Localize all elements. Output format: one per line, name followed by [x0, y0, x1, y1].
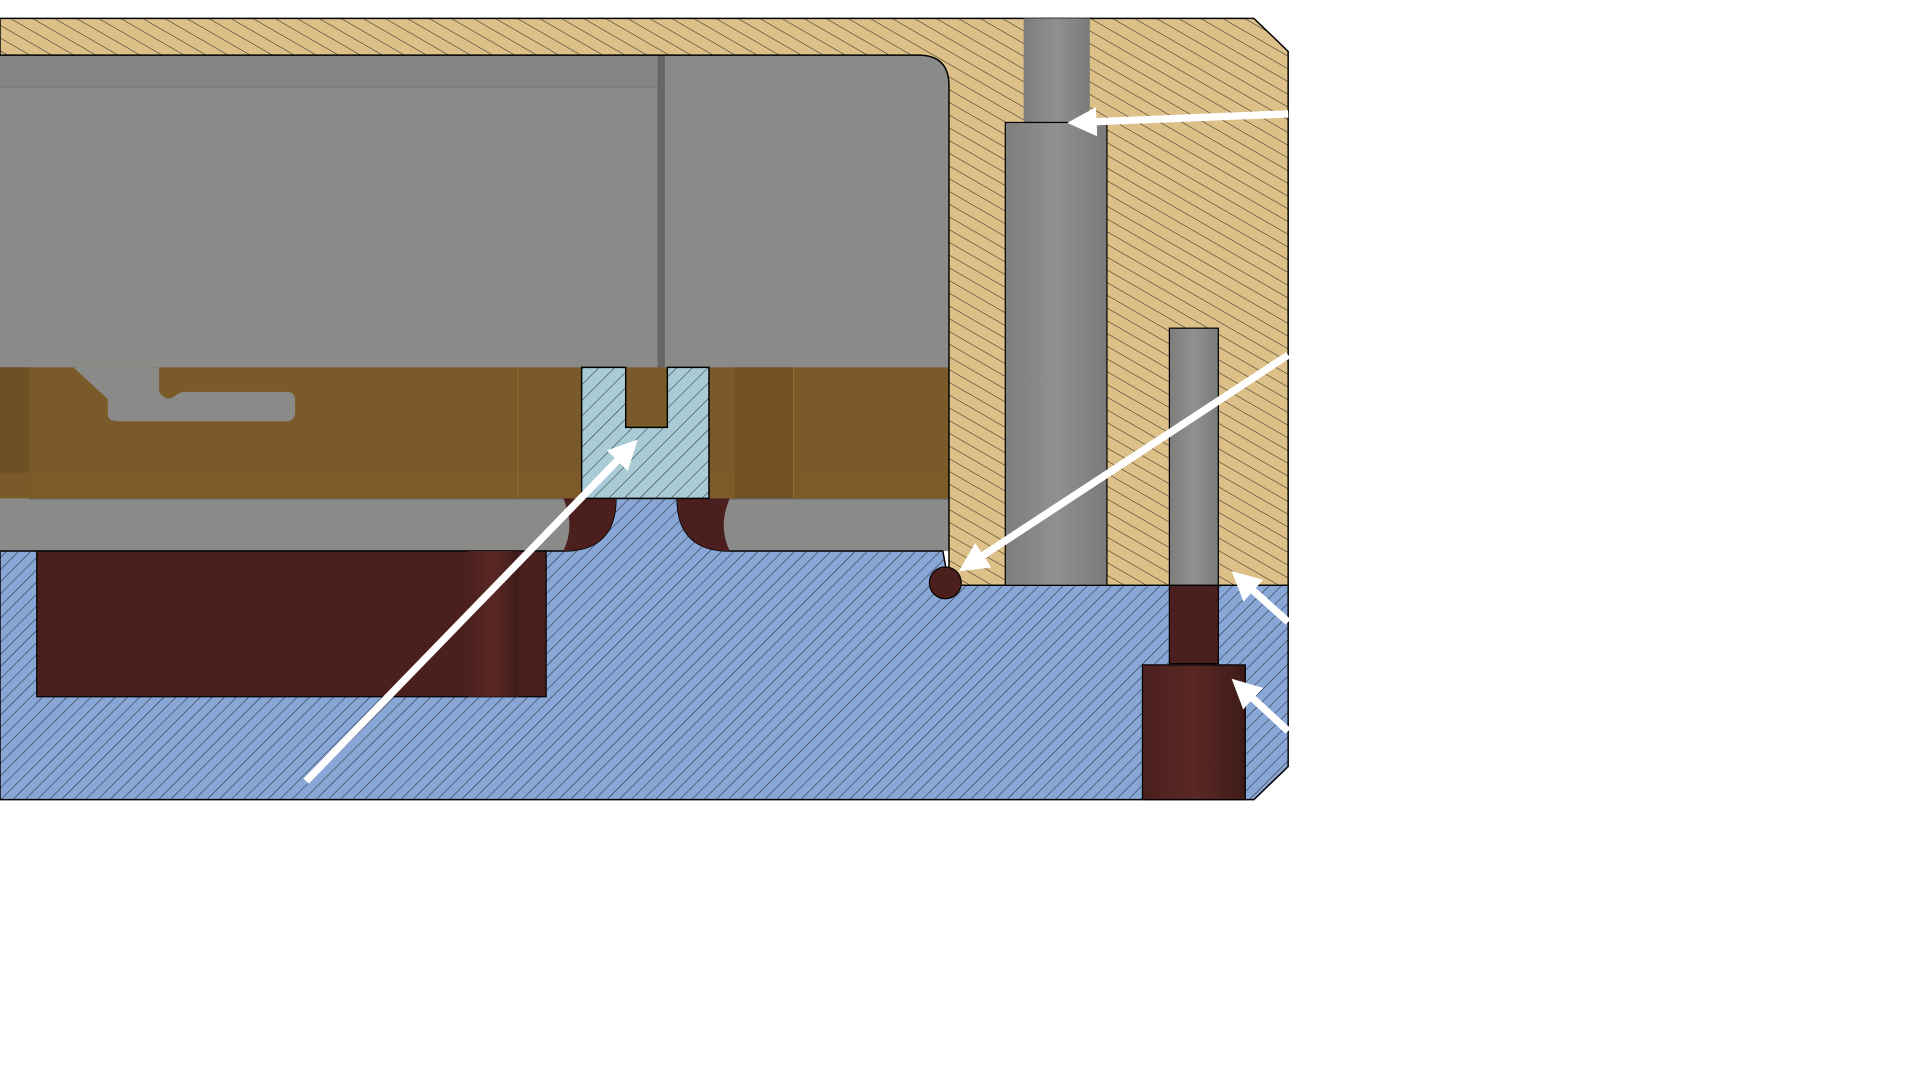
o-ring: [928, 566, 962, 600]
seal-fillet-right: [677, 498, 730, 552]
pin-shank: [1168, 327, 1219, 586]
top-housing-section: [0, 17, 1289, 587]
callout-arrow-bolt: [1067, 106, 1289, 137]
bolt-upper-shank: [1023, 18, 1090, 123]
pin-lower: [1168, 584, 1219, 665]
callout-arrow-insert: [303, 439, 638, 784]
callout-arrow-o-ring: [958, 352, 1291, 572]
pin-head: [1141, 664, 1246, 801]
bolt-body: [1004, 121, 1108, 586]
internal-component: [0, 55, 949, 552]
callout-arrow-pin-head: [1231, 678, 1291, 734]
seal-fillet-left: [563, 498, 616, 552]
callout-arrow-pin-joint: [1231, 571, 1291, 625]
